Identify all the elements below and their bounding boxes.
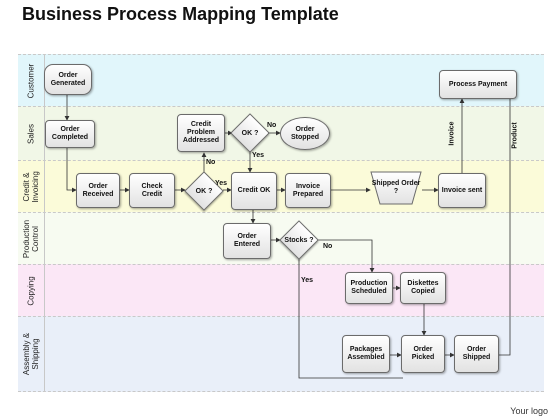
node-order-generated[interactable]: Order Generated bbox=[44, 64, 92, 95]
decision-label: OK ? bbox=[241, 129, 259, 137]
node-order-completed[interactable]: Order Completed bbox=[45, 120, 95, 148]
edge-label-no: No bbox=[323, 243, 333, 250]
node-shipped-order[interactable]: Shipped Order ? bbox=[371, 180, 421, 195]
node-order-entered[interactable]: Order Entered bbox=[223, 223, 271, 259]
node-invoice-prepared[interactable]: Invoice Prepared bbox=[285, 173, 331, 208]
edge-label-no: No bbox=[267, 122, 277, 129]
edge-label-yes: Yes bbox=[215, 180, 228, 187]
node-order-stopped[interactable]: Order Stopped bbox=[280, 117, 330, 150]
decision-label: OK ? bbox=[195, 187, 213, 195]
page-title: Business Process Mapping Template bbox=[22, 4, 339, 24]
node-order-received[interactable]: Order Received bbox=[76, 173, 120, 208]
node-packages-assembled[interactable]: Packages Assembled bbox=[342, 335, 390, 373]
edge-stocks-yes-down bbox=[298, 259, 403, 379]
node-order-picked[interactable]: Order Picked bbox=[401, 335, 445, 373]
edge-label-product: Product bbox=[511, 122, 519, 149]
edge-label-no: No bbox=[206, 159, 216, 166]
decision-ok-credit[interactable]: OK ? bbox=[185, 172, 223, 210]
lane-copying: Copying bbox=[18, 264, 544, 316]
node-order-shipped[interactable]: Order Shipped bbox=[454, 335, 499, 373]
edge-label-yes: Yes bbox=[252, 152, 265, 159]
node-process-payment[interactable]: Process Payment bbox=[439, 70, 517, 99]
node-production-scheduled[interactable]: Production Scheduled bbox=[345, 272, 393, 304]
edge-label-invoice: Invoice bbox=[448, 121, 456, 146]
node-credit-ok[interactable]: Credit OK bbox=[231, 172, 277, 210]
edge-completed-to-received bbox=[66, 148, 77, 193]
decision-label: Stocks ? bbox=[284, 236, 314, 244]
edge-stocks-no-to-production bbox=[318, 239, 375, 273]
node-credit-problem-addressed[interactable]: Credit Problem Addressed bbox=[177, 114, 225, 152]
node-check-credit[interactable]: Check Credit bbox=[129, 173, 175, 208]
decision-stocks[interactable]: Stocks ? bbox=[280, 221, 318, 259]
node-invoice-sent[interactable]: Invoice sent bbox=[438, 173, 486, 208]
edge-label-yes: Yes bbox=[301, 277, 314, 284]
logo-placeholder: Your logo bbox=[510, 406, 548, 416]
node-shipped-order-shape bbox=[370, 171, 422, 205]
decision-ok-sales[interactable]: OK ? bbox=[231, 114, 269, 152]
node-diskettes-copied[interactable]: Diskettes Copied bbox=[400, 272, 446, 304]
